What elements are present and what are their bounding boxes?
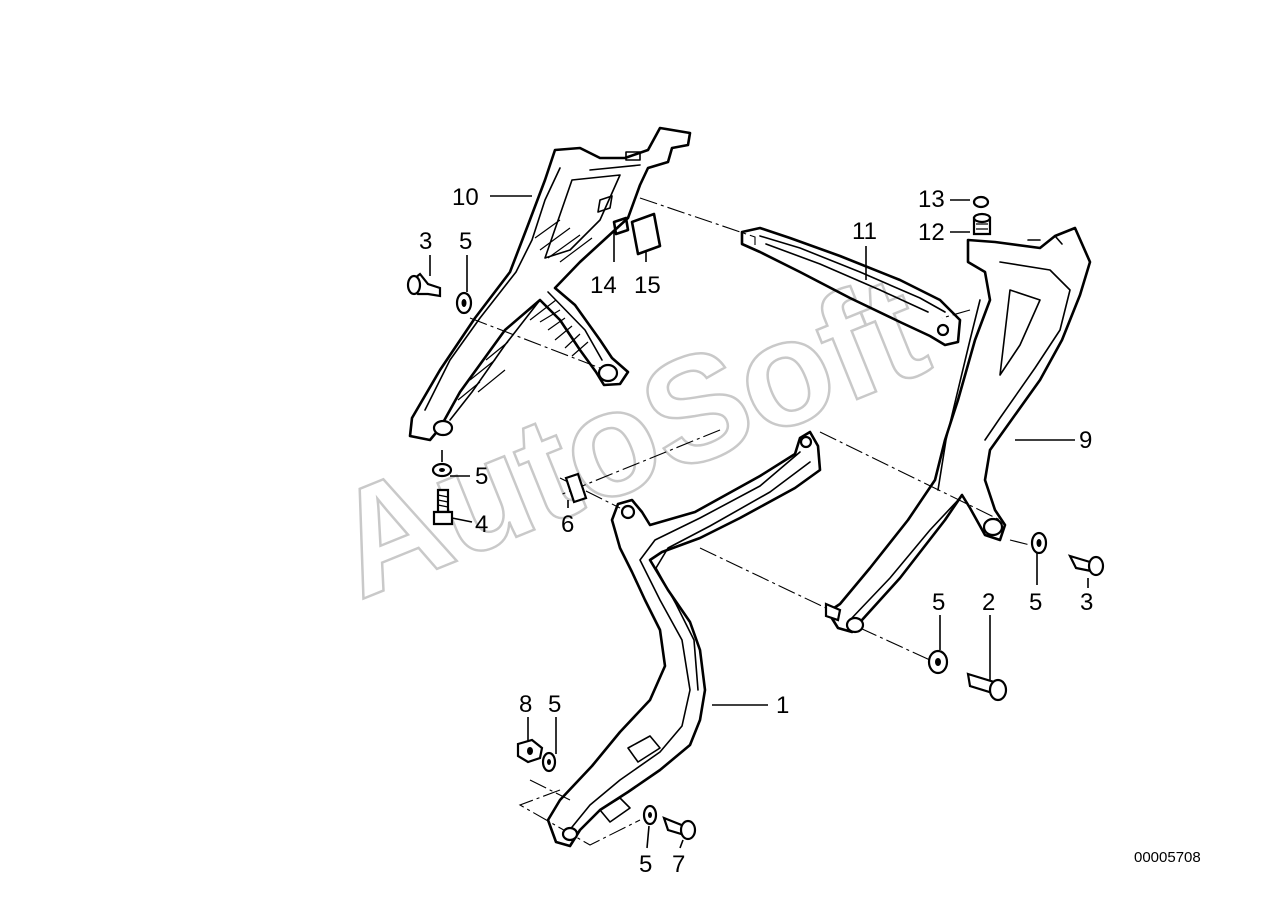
bracket-part-1 (546, 430, 822, 848)
screw-part-2 (966, 672, 1008, 702)
screw-part-3-left (406, 272, 442, 298)
bolt-part-4 (432, 488, 454, 526)
callout-14: 14 (590, 272, 617, 299)
callout-13: 13 (918, 186, 945, 213)
bracket-part-10 (408, 126, 692, 442)
callout-6: 6 (561, 511, 574, 538)
callouts: 10 3 5 14 15 11 13 12 9 5 4 6 5 3 5 2 1 … (419, 184, 1093, 878)
callout-3-right: 3 (1080, 589, 1093, 616)
hardware (406, 195, 1105, 841)
bracket-part-9 (824, 226, 1092, 634)
cap-part-13 (972, 195, 990, 209)
pad-part-14 (612, 216, 630, 236)
diagram-reference-number: 00005708 (1134, 849, 1201, 866)
screw-part-3-right (1067, 554, 1105, 577)
nut-part-8 (516, 738, 544, 764)
callout-15: 15 (634, 272, 661, 299)
callout-10: 10 (452, 184, 479, 211)
leader-lines (429, 195, 1089, 849)
callout-8: 8 (519, 691, 532, 718)
callout-5-right: 5 (1029, 589, 1042, 616)
callout-3-left: 3 (419, 228, 432, 255)
callout-5-under: 5 (475, 463, 488, 490)
callout-9: 9 (1079, 427, 1092, 454)
screw-part-7 (662, 816, 697, 841)
callout-5-mid: 5 (932, 589, 945, 616)
pad-part-15 (630, 212, 662, 256)
callout-2: 2 (982, 589, 995, 616)
grommet-part-12 (972, 212, 992, 236)
callout-1: 1 (776, 692, 789, 719)
callout-12: 12 (918, 219, 945, 246)
callout-11: 11 (852, 218, 877, 245)
callout-5-left: 5 (459, 228, 472, 255)
callout-5-lower: 5 (548, 691, 561, 718)
callout-4: 4 (475, 511, 488, 538)
callout-5-bottom: 5 (639, 851, 652, 878)
crossmember-part-11 (740, 226, 962, 347)
clip-nut-part-6 (564, 472, 588, 504)
callout-7: 7 (672, 851, 685, 878)
